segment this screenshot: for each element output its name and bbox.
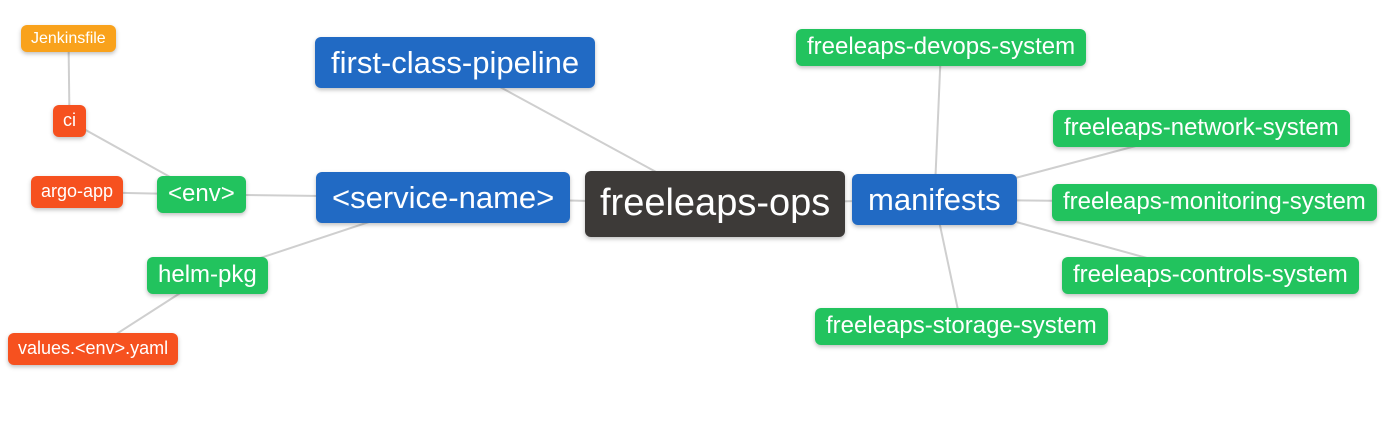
node-freeleaps-ops[interactable]: freeleaps-ops xyxy=(585,171,846,237)
node-freeleaps-controls-system[interactable]: freeleaps-controls-system xyxy=(1062,257,1359,294)
node-ci[interactable]: ci xyxy=(53,105,86,137)
node-jenkinsfile[interactable]: Jenkinsfile xyxy=(21,25,116,53)
node-values-env-yaml[interactable]: values.<env>.yaml xyxy=(8,333,179,365)
node-freeleaps-monitoring-system[interactable]: freeleaps-monitoring-system xyxy=(1052,184,1377,221)
node-argo-app[interactable]: argo-app xyxy=(31,176,124,208)
node-freeleaps-network-system[interactable]: freeleaps-network-system xyxy=(1053,110,1350,147)
node-freeleaps-devops-system[interactable]: freeleaps-devops-system xyxy=(796,29,1087,66)
node-first-class-pipeline[interactable]: first-class-pipeline xyxy=(315,37,596,89)
node-manifests[interactable]: manifests xyxy=(852,174,1017,226)
node-env[interactable]: <env> xyxy=(157,176,246,213)
node-freeleaps-storage-system[interactable]: freeleaps-storage-system xyxy=(815,308,1108,345)
node-service-name[interactable]: <service-name> xyxy=(316,172,571,224)
node-helm-pkg[interactable]: helm-pkg xyxy=(147,257,268,294)
